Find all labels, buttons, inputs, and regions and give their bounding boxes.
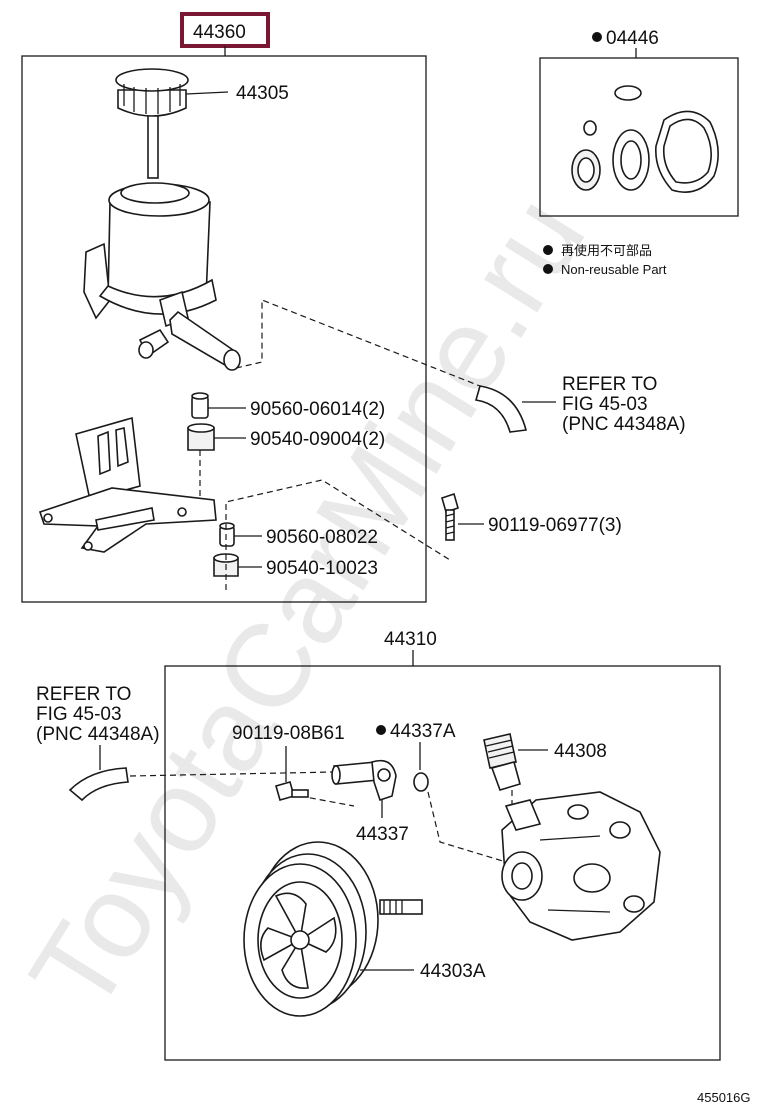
refer-upper-line3[interactable]: (PNC 44348A) bbox=[562, 414, 686, 435]
legend-text-jp: 再使用不可部品 bbox=[561, 243, 652, 258]
union-fitting-44337 bbox=[331, 759, 397, 802]
refer-lower-line1: REFER TO bbox=[36, 684, 131, 705]
refer-upper-line1: REFER TO bbox=[562, 374, 657, 395]
part-44310-label[interactable]: 44310 bbox=[384, 629, 437, 650]
dashed-line-hose-to-pipe bbox=[129, 771, 335, 777]
reservoir-bracket bbox=[38, 416, 217, 553]
dashed-line-reservoir-to-hose bbox=[235, 299, 481, 387]
o-ring-44337A bbox=[413, 772, 429, 792]
refer-lower-line2[interactable]: FIG 45-03 bbox=[36, 704, 122, 725]
collar-90560-06014 bbox=[191, 392, 209, 419]
part-90560-06014-label[interactable]: 90560-06014(2) bbox=[250, 399, 385, 420]
legend-dot-2 bbox=[543, 264, 553, 274]
gasket-kit-parts bbox=[571, 85, 719, 193]
legend-text-en: Non-reusable Part bbox=[561, 262, 667, 277]
pulley-44303A bbox=[243, 841, 379, 1017]
dashed-line-oring-to-pump bbox=[427, 791, 507, 863]
part-90119-08B61-label[interactable]: 90119-08B61 bbox=[232, 723, 345, 744]
part-44303A-label[interactable]: 44303A bbox=[420, 961, 486, 982]
non-reusable-marker-04446 bbox=[592, 32, 602, 42]
bolt-90119-06977 bbox=[441, 492, 459, 541]
dashed-line-bracket-2 bbox=[225, 479, 451, 590]
reservoir-tank bbox=[83, 182, 241, 371]
part-44305-label[interactable]: 44305 bbox=[236, 83, 289, 104]
return-hose-upper bbox=[474, 385, 528, 433]
part-44360-label[interactable]: 44360 bbox=[193, 22, 246, 43]
legend-dot-1 bbox=[543, 245, 553, 255]
part-44337A-label[interactable]: 44337A bbox=[390, 721, 456, 742]
dashed-line-bolt bbox=[299, 795, 355, 807]
part-90540-10023-label[interactable]: 90540-10023 bbox=[266, 558, 378, 579]
leader-44305 bbox=[185, 91, 229, 95]
part-90119-06977-label[interactable]: 90119-06977(3) bbox=[488, 515, 622, 536]
collar-90560-08022 bbox=[219, 522, 235, 547]
flow-control-valve-44308 bbox=[483, 733, 521, 791]
diagram-code: 455016G bbox=[697, 1090, 751, 1105]
pump-shaft bbox=[379, 899, 423, 915]
pump-assembly-box bbox=[164, 665, 721, 1061]
gasket-kit-box bbox=[539, 57, 739, 217]
cushion-90540-09004 bbox=[187, 423, 215, 451]
reservoir-cap bbox=[115, 68, 189, 179]
bolt-90119-08B61 bbox=[275, 781, 309, 801]
part-90540-09004-label[interactable]: 90540-09004(2) bbox=[250, 429, 385, 450]
reservoir-assembly-box bbox=[21, 55, 427, 603]
refer-upper-line2[interactable]: FIG 45-03 bbox=[562, 394, 648, 415]
non-reusable-marker-44337A bbox=[376, 725, 386, 735]
refer-lower-line3[interactable]: (PNC 44348A) bbox=[36, 724, 160, 745]
power-steering-pump-body bbox=[501, 791, 661, 941]
part-90560-08022-label[interactable]: 90560-08022 bbox=[266, 527, 378, 548]
part-44308-label[interactable]: 44308 bbox=[554, 741, 607, 762]
return-hose-lower bbox=[68, 767, 129, 802]
part-04446-label[interactable]: 04446 bbox=[606, 28, 659, 49]
part-44337-label[interactable]: 44337 bbox=[356, 824, 409, 845]
